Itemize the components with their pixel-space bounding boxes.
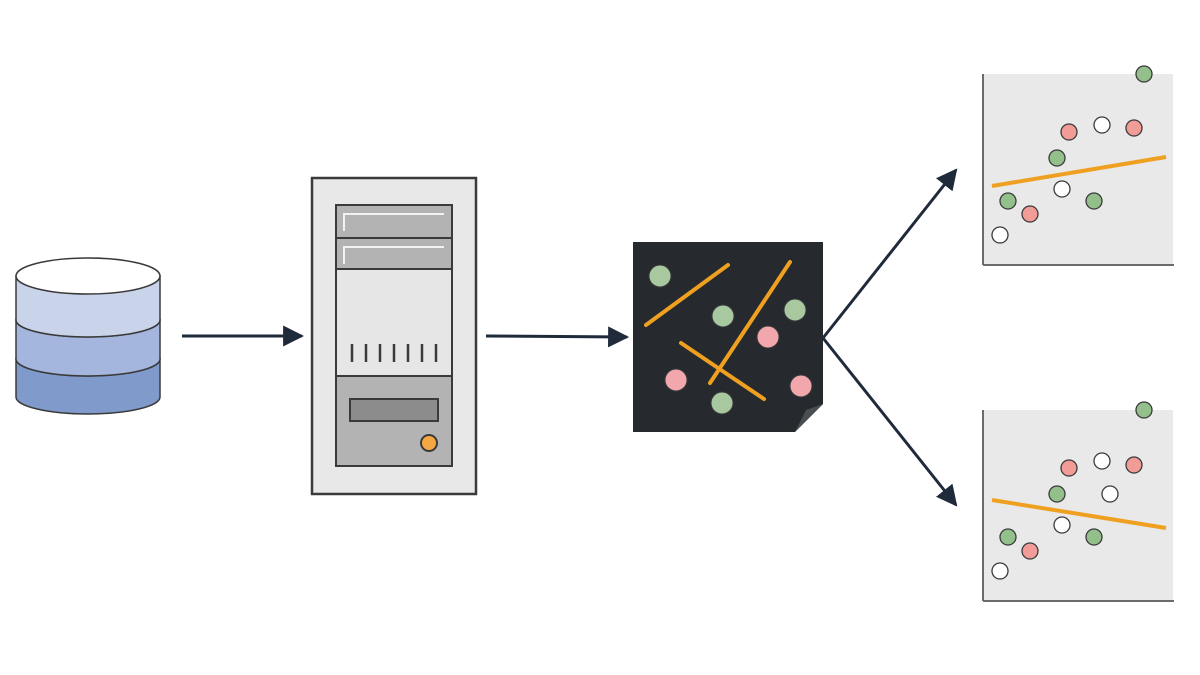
arrow-model-to-plot-bottom xyxy=(821,337,958,507)
arrow-server-to-model xyxy=(485,326,630,348)
database-icon xyxy=(15,257,161,415)
scatter-plot-icon xyxy=(982,401,1174,602)
arrow-model-to-plot-top xyxy=(821,168,958,339)
trend-line-falling xyxy=(991,498,1167,530)
server-tower-icon xyxy=(310,176,478,496)
trend-line-rising xyxy=(991,155,1167,188)
scatter-plot-icon xyxy=(982,65,1174,266)
model-fit-icon xyxy=(633,242,823,432)
